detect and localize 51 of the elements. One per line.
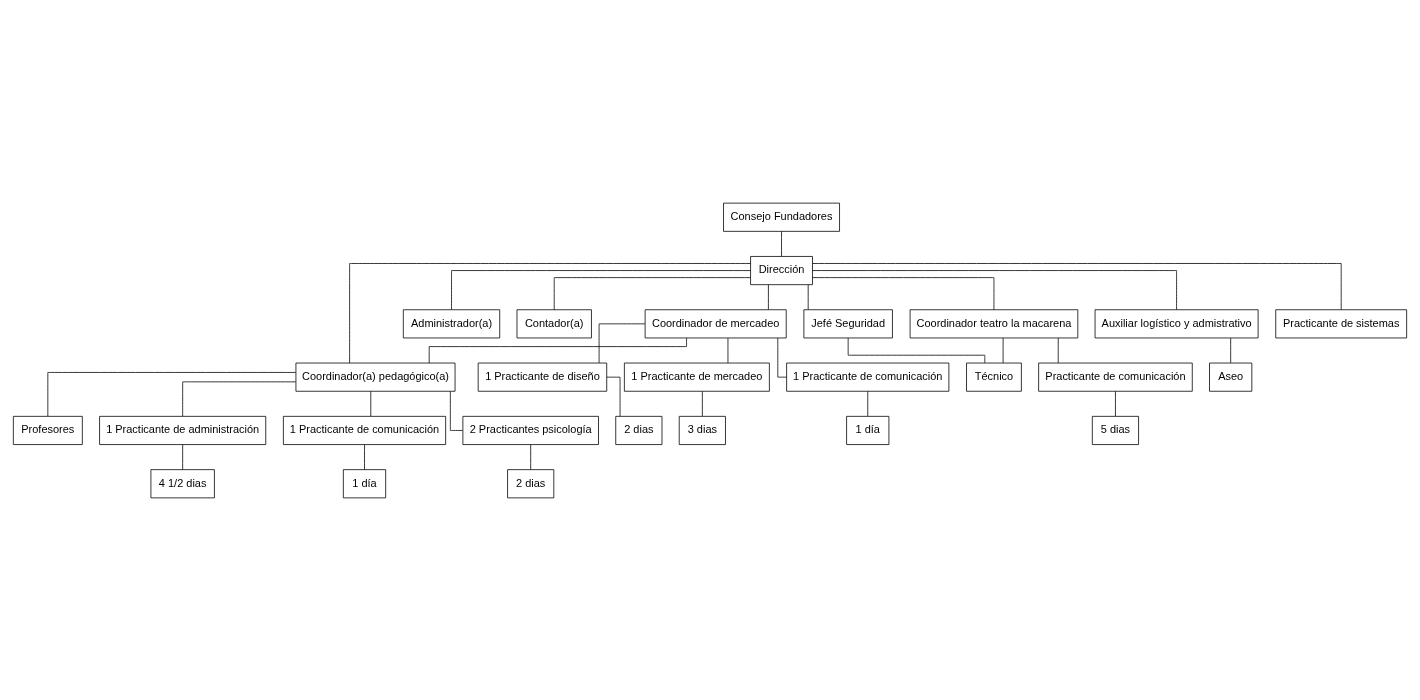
node-box: 1 Practicante de diseño [477,362,608,392]
connector [449,390,463,431]
connector [182,380,297,416]
connector [530,443,532,470]
connector [349,262,751,363]
node-box: Aseo [1209,362,1253,392]
node-box: 1 Practicante de comunicación [283,415,447,445]
node-box: Auxiliar logístico y admistrativo [1094,308,1259,338]
connector [777,337,787,378]
connector [606,376,621,417]
node-box: 1 día [846,415,890,445]
connector [182,443,184,470]
node-box: 1 Practicante de administración [99,415,267,445]
node-box: Practicante de comunicación [1038,362,1193,392]
node-box: 4 1/2 dias [150,468,215,498]
connector [1057,337,1059,363]
connector [1230,337,1232,363]
node-box: 1 Practicante de comunicación [786,362,950,392]
node-box: 2 Practicantes psicología [462,415,599,445]
node-box: Consejo Fundadores [723,202,840,232]
connector [807,283,809,310]
connector [598,322,646,363]
node-box: Coordinador teatro la macarena [909,308,1079,338]
connector [364,443,365,470]
node-box: 1 día [342,468,387,498]
connector [451,269,751,310]
connector [47,371,297,416]
node-box: Técnico [966,362,1022,392]
node-box: Coordinador de mercadeo [644,308,787,338]
connector [812,276,995,310]
connector [812,269,1177,310]
node-box: Jefé Seguridad [803,308,893,338]
node-box: Coordinador(a) pedagógico(a) [295,362,456,392]
connector [867,390,869,416]
node-box: Profesores [12,415,83,445]
node-box: 1 Practicante de mercadeo [623,362,770,392]
node-box: Administrador(a) [402,308,501,338]
connector [370,390,372,416]
node-box: 5 dias [1091,415,1139,445]
connector [701,390,703,416]
connector [781,230,782,257]
node-box: 2 dias [507,468,555,498]
node-box: 3 dias [678,415,726,445]
connector [553,276,751,310]
node-box: Contador(a) [516,308,592,338]
node-box: Practicante de sistemas [1275,308,1408,338]
connector [812,262,1342,310]
node-box: Dirección [750,255,813,285]
connector [1115,390,1116,416]
connector [768,283,769,310]
node-box: 2 dias [615,415,663,445]
